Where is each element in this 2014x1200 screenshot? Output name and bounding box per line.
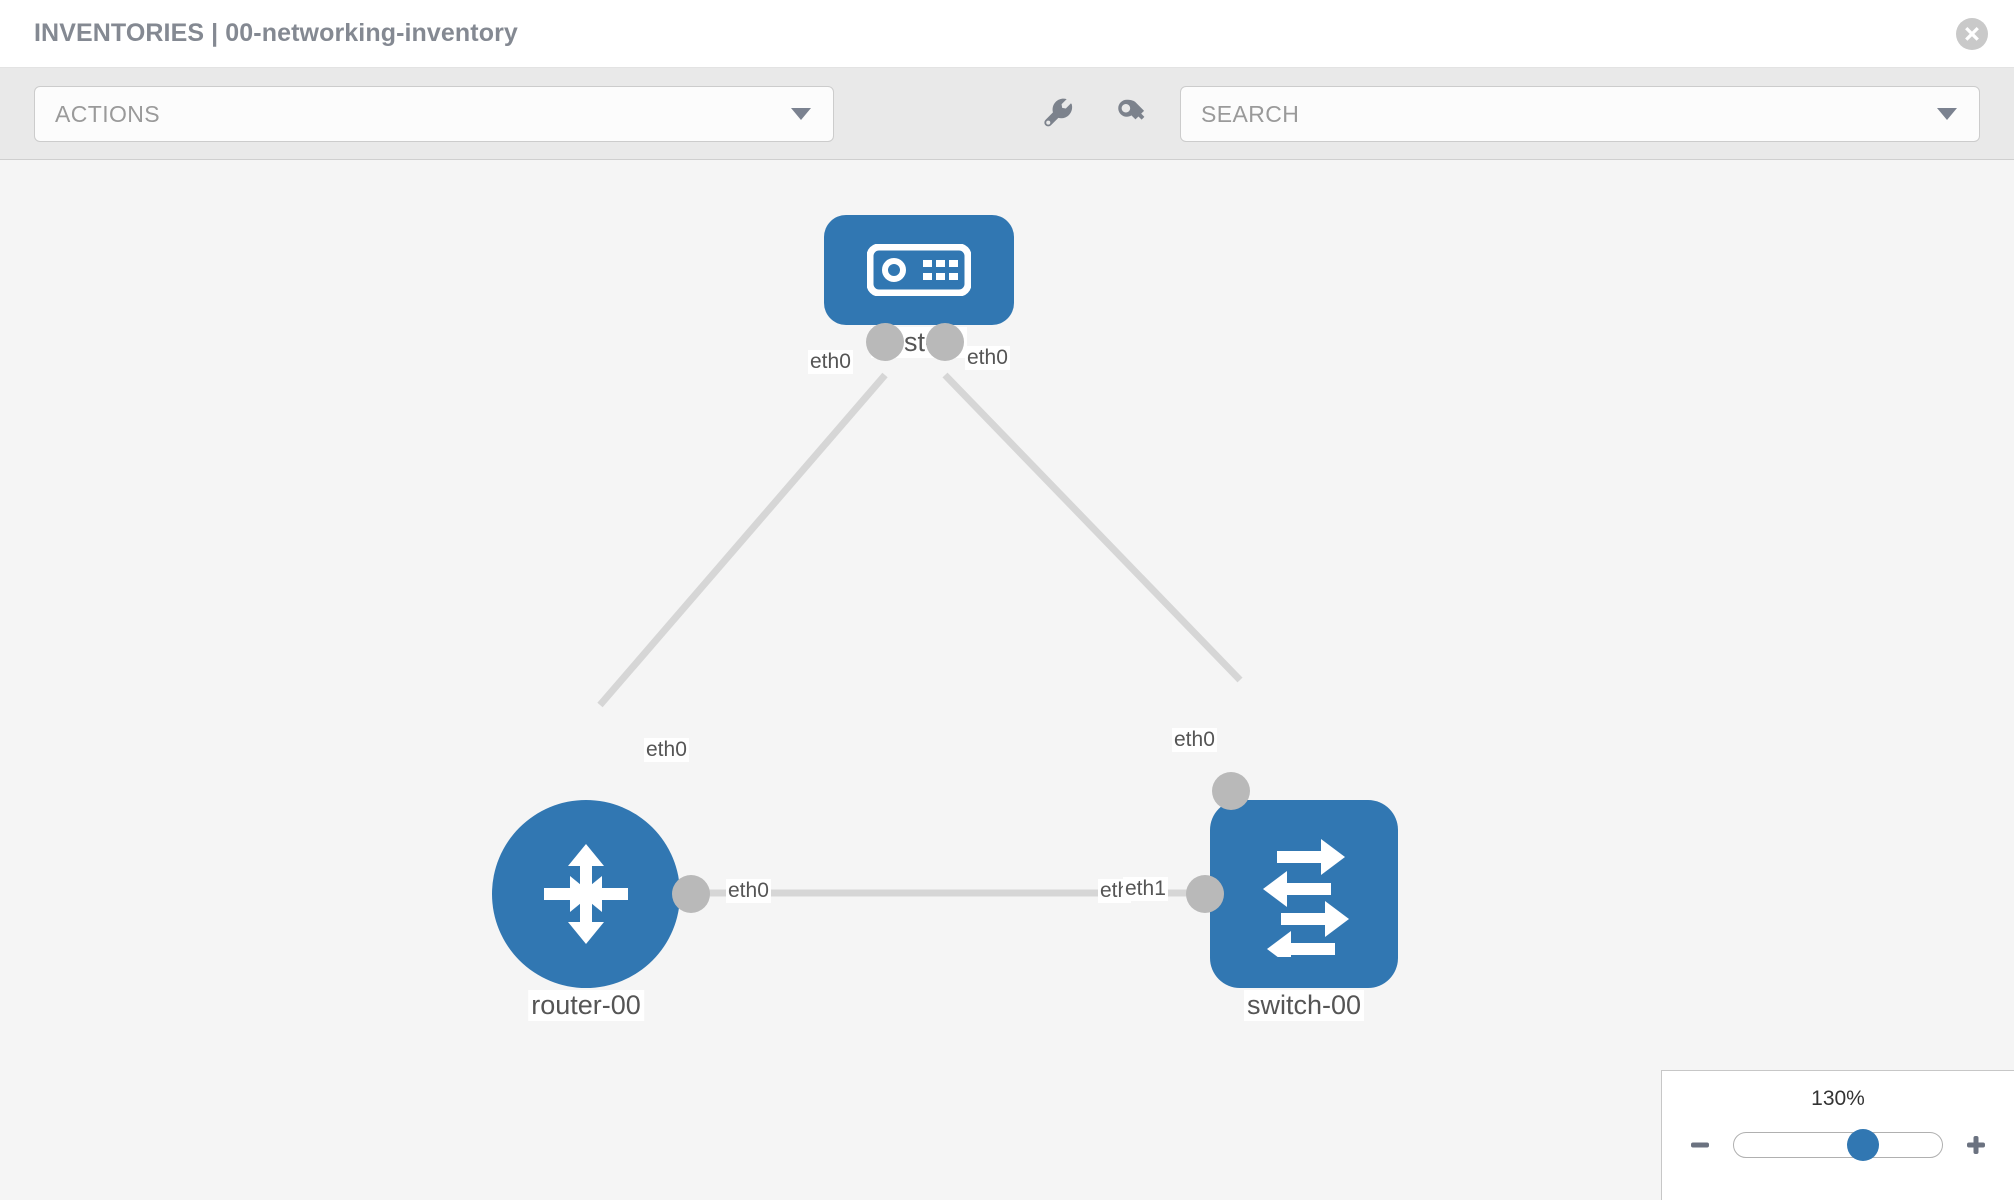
interface-label-switch-upper: eth0 [1172, 728, 1217, 753]
wrench-icon[interactable] [1040, 95, 1078, 133]
node-host-00-shape[interactable] [824, 215, 1014, 325]
node-router-00-shape[interactable] [492, 800, 680, 988]
window-header: INVENTORIES | 00-networking-inventory [0, 0, 2014, 68]
connector-host-eth0-left[interactable] [866, 323, 904, 361]
zoom-level-value: 130% [1811, 1087, 1865, 1110]
switch-arrows-icon [1263, 839, 1349, 957]
zoom-slider[interactable] [1733, 1129, 1943, 1161]
key-icon[interactable] [1112, 95, 1150, 133]
link-host-router [597, 372, 888, 708]
topology-canvas[interactable]: host-00 eth0 eth0 [0, 160, 2014, 1200]
zoom-controls [1662, 1123, 2014, 1167]
actions-dropdown-label: ACTIONS [55, 100, 161, 127]
connector-switch-eth1[interactable] [1186, 875, 1224, 913]
close-icon[interactable] [1956, 17, 1988, 50]
interface-label-router-upper: eth0 [644, 738, 689, 763]
node-switch-00[interactable]: switch-00 [1210, 800, 1398, 1022]
toolbar: ACTIONS SEARCH [0, 68, 2014, 160]
connector-switch-eth0[interactable] [1212, 772, 1250, 810]
interface-label-router-right: eth0 [726, 879, 771, 904]
node-host-00[interactable]: host-00 [824, 215, 1014, 359]
page-title: INVENTORIES | 00-networking-inventory [34, 19, 518, 47]
server-appliance-icon [867, 244, 971, 296]
connector-host-eth0-right[interactable] [926, 323, 964, 361]
interface-label-switch-left-b: eth1 [1123, 877, 1168, 902]
plus-icon[interactable] [1961, 1130, 1991, 1160]
search-input[interactable]: SEARCH [1180, 86, 1980, 142]
interface-label-host-left: eth0 [808, 350, 853, 375]
zoom-control-panel: 130% [1661, 1070, 2014, 1200]
router-arrows-icon [544, 844, 628, 944]
chevron-down-icon [791, 108, 811, 120]
chevron-down-icon[interactable] [1937, 108, 1957, 120]
connector-router-eth0[interactable] [672, 875, 710, 913]
toolbar-icon-group [1040, 86, 1150, 142]
node-router-00[interactable]: router-00 [492, 800, 680, 1022]
link-host-switch [942, 372, 1243, 683]
node-switch-00-shape[interactable] [1210, 800, 1398, 988]
zoom-slider-thumb[interactable] [1846, 1129, 1879, 1161]
search-placeholder: SEARCH [1201, 100, 1300, 127]
node-switch-00-label: switch-00 [1243, 990, 1365, 1022]
interface-label-host-right: eth0 [965, 346, 1010, 371]
node-router-00-label: router-00 [528, 990, 644, 1022]
actions-dropdown[interactable]: ACTIONS [34, 86, 834, 142]
minus-icon[interactable] [1685, 1130, 1715, 1160]
